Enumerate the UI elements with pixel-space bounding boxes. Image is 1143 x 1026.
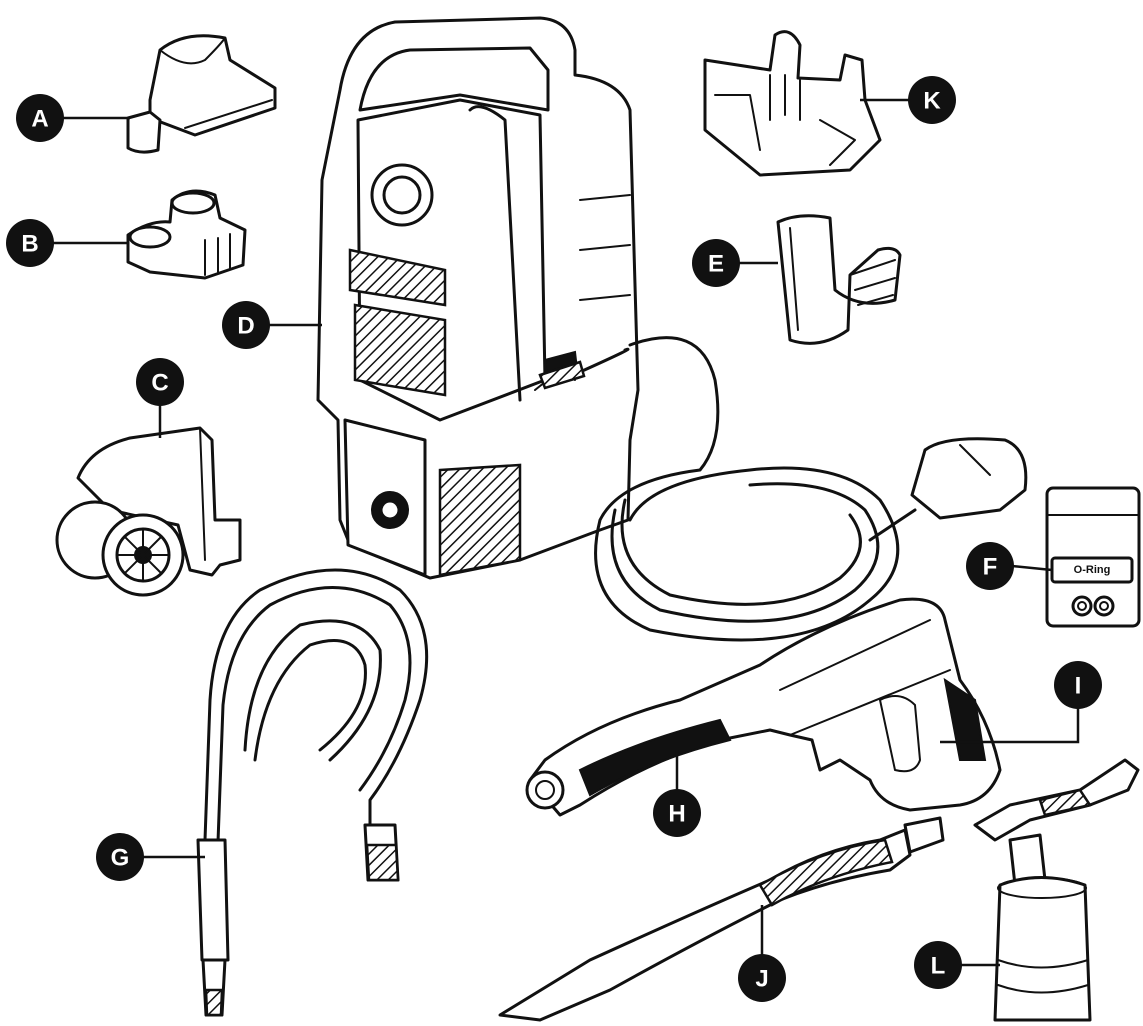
leader-f <box>1011 564 1053 572</box>
part-badge-k: K <box>908 76 956 124</box>
part-b-drawing <box>126 189 247 280</box>
svg-text:F: F <box>983 554 998 581</box>
part-badge-f: F <box>966 542 1014 590</box>
oring-card-label: O-Ring <box>1074 564 1111 576</box>
part-a-drawing <box>126 34 277 154</box>
part-badge-h: H <box>653 789 701 837</box>
svg-text:K: K <box>923 88 941 115</box>
part-d-drawing <box>316 16 640 580</box>
part-badge-j: J <box>738 954 786 1002</box>
svg-text:A: A <box>31 106 48 133</box>
part-badge-d: D <box>222 301 270 349</box>
svg-text:B: B <box>21 231 38 258</box>
part-e-drawing <box>776 214 902 345</box>
part-j-drawing <box>498 816 945 1022</box>
part-badge-i: I <box>1054 661 1102 709</box>
part-badge-a: A <box>16 94 64 142</box>
part-badge-l: L <box>914 941 962 989</box>
part-c-drawing <box>55 426 242 597</box>
svg-text:D: D <box>237 313 254 340</box>
part-i-drawing <box>525 597 1002 817</box>
svg-text:L: L <box>931 953 946 980</box>
svg-text:G: G <box>111 845 130 872</box>
svg-text:I: I <box>1075 673 1082 700</box>
part-l-drawing <box>973 758 1140 1022</box>
svg-text:H: H <box>668 801 685 828</box>
part-badge-e: E <box>692 239 740 287</box>
part-f-drawing: O-Ring <box>1045 486 1141 628</box>
svg-text:C: C <box>151 370 168 397</box>
part-badge-c: C <box>136 358 184 406</box>
part-h-drawing <box>538 336 1028 642</box>
leader-lines <box>52 98 1080 967</box>
svg-text:E: E <box>708 251 724 278</box>
part-k-drawing <box>703 30 882 177</box>
svg-text:J: J <box>755 966 768 993</box>
part-g-drawing <box>196 568 429 1017</box>
part-badge-b: B <box>6 219 54 267</box>
leader-i <box>940 708 1080 744</box>
part-badge-g: G <box>96 833 144 881</box>
